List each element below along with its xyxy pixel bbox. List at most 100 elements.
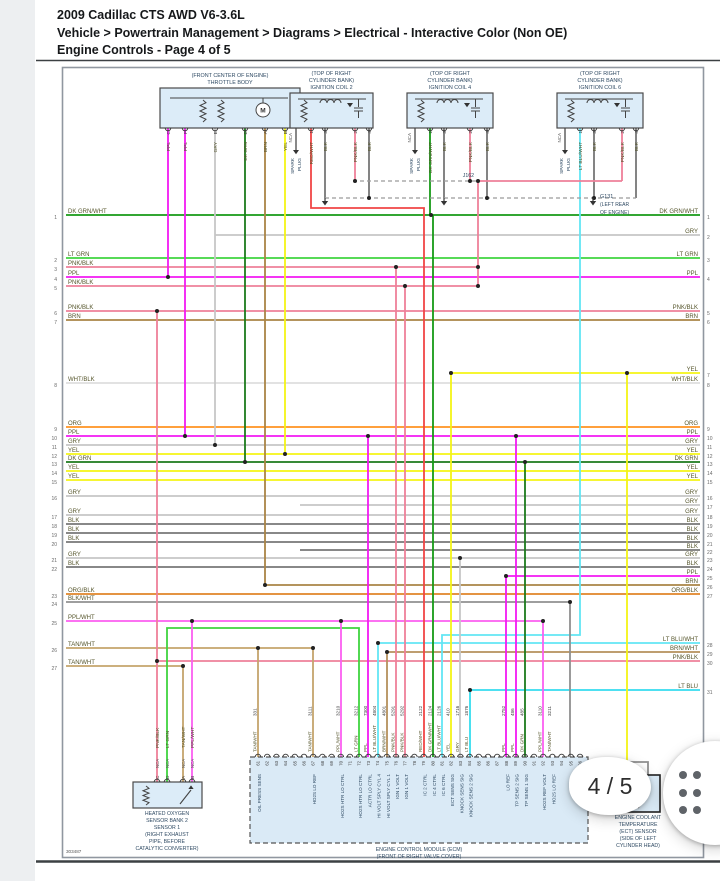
row-number: 1 [707, 215, 710, 221]
ecm-pin-number: 86 [486, 760, 491, 765]
pin-id: D [165, 775, 171, 779]
label: PPL/WHT [68, 615, 95, 621]
pin-connector [483, 127, 491, 132]
apps-grid-icon[interactable] [679, 771, 701, 814]
label: TAN/WHT [68, 660, 95, 666]
label: PNK/BLK [673, 655, 698, 661]
row-number: 11 [707, 445, 712, 451]
component-label: ENGINE CONTROL MODULE (ECM) [376, 847, 463, 853]
junction-dot [458, 556, 462, 560]
ecm-pin-number: 93 [550, 760, 555, 765]
ecm-pin-number: 89 [513, 760, 518, 765]
ecm-pin-number: 63 [274, 760, 279, 765]
label: PNK/BLK [68, 261, 93, 267]
pin-connector [263, 753, 271, 758]
label: PNK/BLK [68, 305, 93, 311]
wire-label: DK GRN [519, 734, 524, 752]
circuit-number: 3212 [354, 705, 359, 716]
junction-dot [468, 688, 472, 692]
label: NCA [190, 759, 195, 768]
wire-LTBLUWHT[interactable] [441, 128, 581, 757]
component-label: (ECT) SENSOR [619, 829, 656, 835]
label: (LEFT REAR [600, 202, 629, 208]
wire-label: LT BLU/WHT [437, 725, 442, 752]
wire-label: PNK/BLK [400, 732, 405, 752]
resistor-symbol [198, 99, 208, 123]
label: GRY [68, 509, 81, 515]
junction-dot [485, 196, 489, 200]
wire-label: GRY [213, 141, 219, 152]
label: BRN [68, 314, 81, 320]
label: GRY [68, 490, 81, 496]
wire-label: TAN/WHT [547, 731, 552, 752]
label: PNK/BLK [68, 280, 93, 286]
coil-winding-symbol [586, 99, 609, 104]
pin-connector [365, 127, 373, 132]
junction-dot [403, 284, 407, 288]
component-label: TEMPERATURE [619, 822, 658, 828]
ecm-pin-function: IC 6 CTRL [441, 774, 446, 796]
pin-connector [163, 778, 171, 783]
row-number: 2 [707, 235, 710, 241]
pin-connector [337, 753, 345, 758]
ecm-pin-function: TP SENS 2 SIG [515, 774, 520, 807]
label: YEL [687, 367, 699, 373]
junction-dot [155, 659, 159, 663]
pin-connector [558, 753, 565, 758]
resistor-symbol [416, 99, 426, 123]
pin-connector [307, 127, 315, 132]
ecm-pin-function: IGN 1 VOLT [395, 774, 400, 799]
ecm-pin-function: IGN 1 VOLT [404, 774, 409, 799]
label: BLK [687, 527, 698, 533]
ecm-pin-number: 72 [357, 760, 362, 765]
pin-connector [411, 753, 418, 758]
ecm-pin-number: 92 [541, 760, 546, 765]
pin-connector [328, 753, 335, 758]
ecm-pin-function: HI VOLT SPLY CYL 4 [377, 774, 382, 818]
label: GRY [685, 552, 698, 558]
ecm-pin-function: TP SENS 1 SIG [524, 774, 529, 807]
ground-arrow-icon [562, 150, 568, 155]
wire-BLKWHT[interactable] [569, 602, 649, 775]
label: OF ENGINE) [600, 210, 630, 216]
ground-arrow-icon [589, 201, 597, 206]
label: NCA [155, 759, 160, 768]
page-indicator[interactable]: 4 / 5 [569, 757, 651, 815]
pin-connector [321, 127, 329, 132]
row-number: 17 [51, 515, 57, 521]
ecm-pin-function: ECT SENS SIG [450, 774, 455, 807]
junction-dot [339, 619, 343, 623]
label: SPARK [290, 157, 296, 174]
wire-label: DK GRN/WHT [428, 142, 434, 173]
wire-REDWHT[interactable] [310, 128, 425, 757]
diagram-number: 303487 [66, 849, 82, 854]
component-label: PIPE, BEFORE [149, 839, 186, 845]
pin-id: A [263, 130, 269, 134]
pin-id: 3 [442, 131, 448, 134]
wire-label: PPL [166, 142, 172, 151]
circuit-number: 486 [510, 708, 515, 716]
pin-id: D [243, 130, 249, 134]
ground-arrow-icon [412, 150, 418, 155]
ecm-pin-number: 64 [283, 760, 288, 765]
component-label: CATALYTIC CONVERTER) [135, 846, 198, 852]
coil-winding-symbol [319, 99, 342, 104]
circuit-number: 5291 [391, 705, 396, 716]
pin-id: 1 [428, 131, 434, 134]
ecm-pin-number: 81 [440, 760, 445, 765]
wire-label: PPL/WHT [538, 731, 543, 752]
row-number: 16 [707, 496, 713, 502]
pin-connector [530, 753, 538, 758]
wire-LTGRN[interactable] [166, 627, 360, 782]
breadcrumb[interactable]: Vehicle > Powertrain Management > Diagra… [57, 26, 568, 40]
label: YEL [687, 474, 699, 480]
motor-icon [255, 102, 271, 118]
label: BRN [685, 579, 698, 585]
pin-id: 4 [634, 131, 640, 134]
label: YEL [68, 474, 80, 480]
component-title: THROTTLE BODY [207, 80, 253, 86]
wire-label: YEL [446, 743, 451, 752]
wire-label: BRN/WHT [381, 730, 386, 752]
pin-connector [383, 753, 391, 758]
ecm-pin-number: 66 [302, 760, 307, 765]
